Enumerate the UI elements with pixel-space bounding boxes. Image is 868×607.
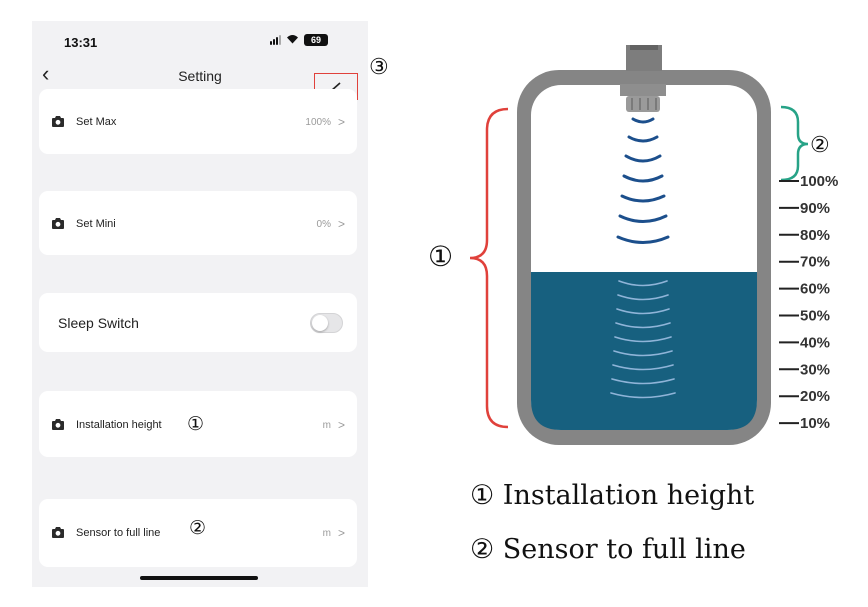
chevron-right-icon: >	[337, 217, 345, 231]
setting-label: Set Max	[76, 116, 117, 128]
scale-label: 40%	[800, 334, 830, 351]
scale-label: 100%	[800, 173, 838, 190]
setting-sensor-to-full-line[interactable]: Sensor to full line ② m >	[39, 499, 357, 567]
phone-screen: 13:31 69 ‹ Setting Set Max 100% >	[32, 21, 368, 587]
setting-value: m	[322, 420, 331, 431]
camera-icon	[52, 116, 64, 127]
marker-2: ②	[189, 517, 207, 539]
scale-label: 80%	[800, 227, 830, 244]
scale-label: 70%	[800, 254, 830, 271]
setting-set-max[interactable]: Set Max 100% >	[39, 89, 357, 154]
status-time: 13:31	[64, 35, 98, 50]
scale-label: 20%	[800, 388, 830, 405]
scale-label: 50%	[800, 308, 830, 325]
camera-icon	[52, 218, 64, 229]
back-icon[interactable]: ‹	[42, 61, 50, 86]
setting-label: Installation height	[76, 419, 162, 431]
sound-waves-icon	[616, 117, 670, 244]
bracket-marker-1: ①	[428, 240, 453, 273]
setting-label: Sleep Switch	[58, 315, 139, 331]
toggle-knob	[312, 315, 328, 331]
edit-marker-3: ③	[369, 55, 389, 80]
level-scale: 100% 90% 80% 70% 60% 50% 40% 30% 20% 10%	[779, 173, 838, 432]
legend-item-2: ② Sensor to full line	[470, 534, 746, 565]
sensor-to-full-line-bracket	[780, 105, 809, 182]
legend-item-1: ① Installation height	[470, 480, 755, 511]
chevron-right-icon: >	[337, 418, 345, 432]
wifi-icon	[286, 34, 299, 46]
chevron-right-icon: >	[337, 115, 345, 129]
scale-label: 90%	[800, 200, 830, 217]
tank-diagram: ① ② 100% 90% 80% 70% 60% 50% 40% 30% 20% 10%	[428, 45, 838, 445]
setting-value: m	[322, 528, 331, 539]
setting-sleep-switch: Sleep Switch	[39, 293, 357, 352]
water-fill	[531, 272, 757, 430]
sensor-tip	[626, 96, 660, 112]
chevron-right-icon: >	[337, 526, 345, 540]
camera-icon	[52, 419, 64, 430]
scale-label: 10%	[800, 415, 830, 432]
battery-icon: 69	[304, 34, 328, 46]
installation-height-bracket	[469, 107, 509, 429]
scale-label: 30%	[800, 361, 830, 378]
submerged-waves-icon	[610, 280, 676, 399]
setting-label: Sensor to full line	[76, 527, 161, 539]
sensor-body	[620, 84, 666, 96]
setting-installation-height[interactable]: Installation height ① m >	[39, 391, 357, 457]
sleep-switch-toggle[interactable]	[310, 313, 343, 333]
setting-label: Set Mini	[76, 218, 116, 230]
setting-set-mini[interactable]: Set Mini 0% >	[39, 191, 357, 255]
scale-label: 60%	[800, 281, 830, 298]
status-bar: 13:31 69	[32, 21, 368, 61]
status-icons: 69	[270, 34, 328, 46]
setting-value: 100%	[305, 117, 331, 128]
bracket-marker-2: ②	[810, 133, 830, 158]
marker-1: ①	[187, 413, 205, 435]
signal-icon	[270, 35, 281, 45]
camera-icon	[52, 527, 64, 538]
home-indicator	[140, 576, 258, 580]
setting-value: 0%	[316, 219, 331, 230]
page-title: Setting	[178, 68, 222, 84]
